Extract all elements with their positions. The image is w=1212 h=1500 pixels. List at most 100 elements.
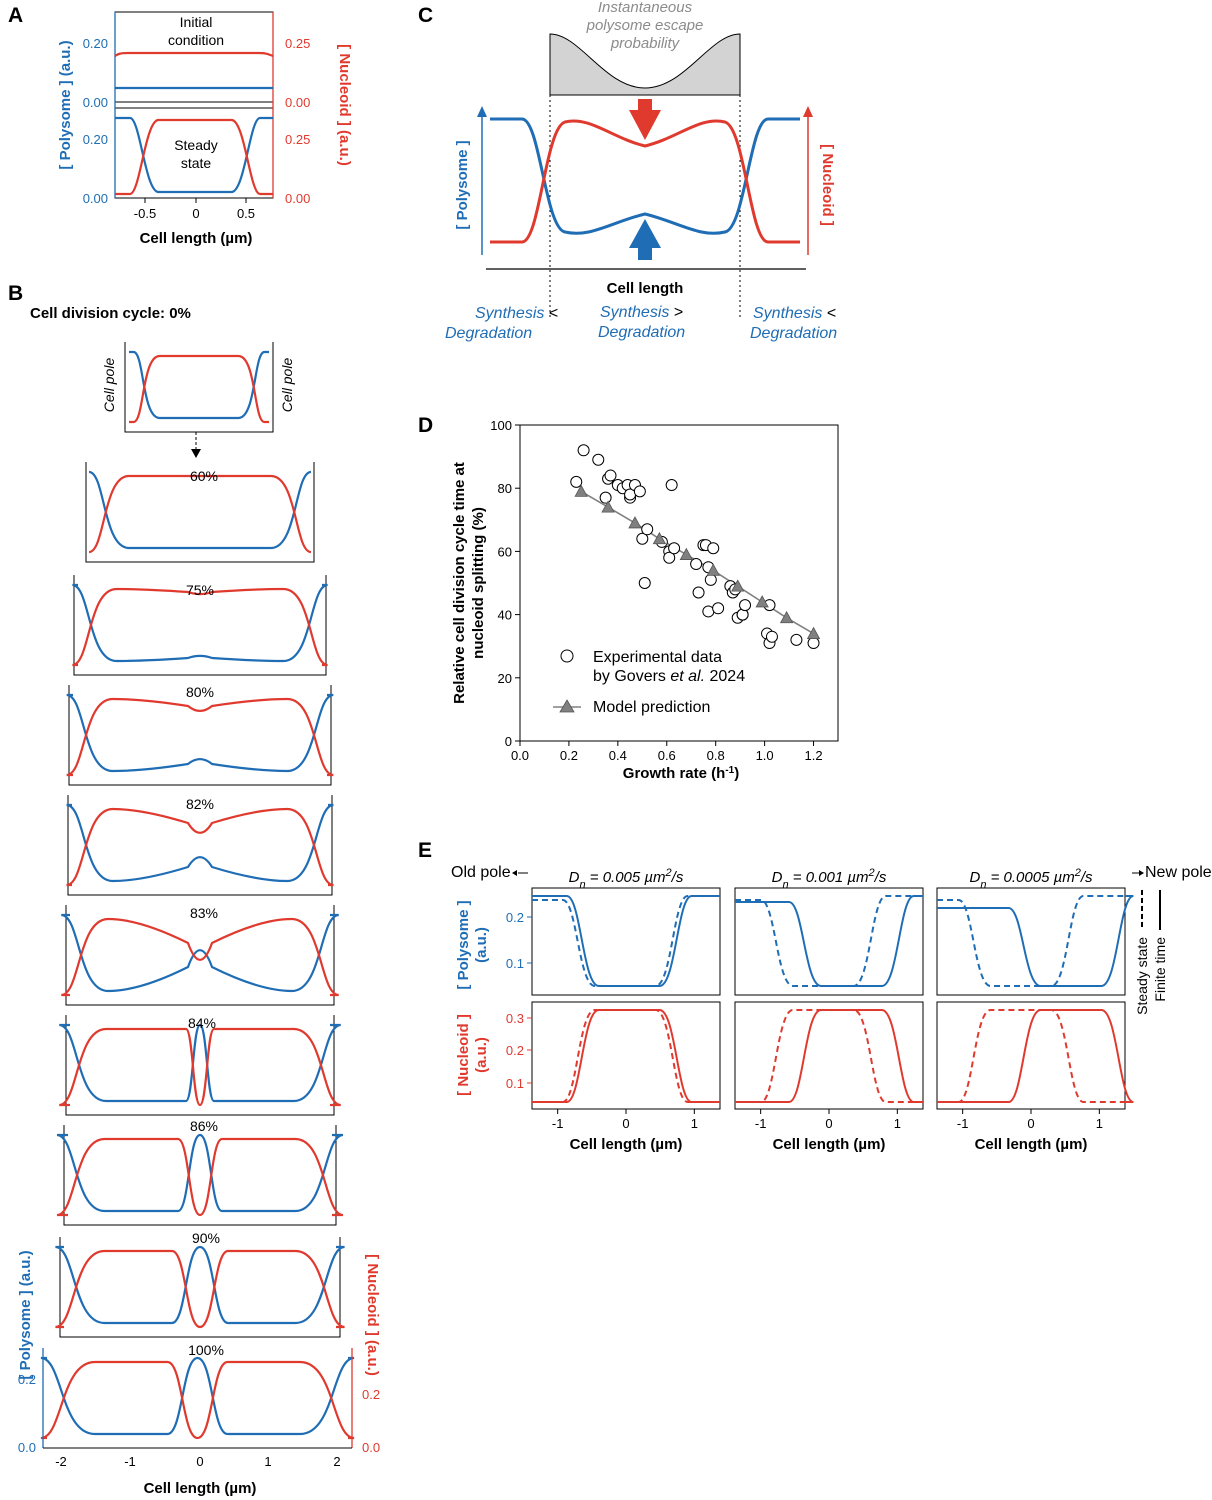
e-xtick-label: 0	[1027, 1116, 1034, 1131]
b-stage-plots	[40, 342, 355, 1440]
e-nuc-finite-curve	[735, 1009, 923, 1103]
a-tick-left-bot-2: 0.00	[83, 191, 108, 206]
d-xtick-label: 1.2	[804, 748, 822, 763]
e-poly-finite-curve	[735, 895, 923, 987]
d-experimental-point	[692, 586, 705, 599]
b-stage-label: 90%	[192, 1230, 220, 1246]
e-xtick-label: 0	[825, 1116, 832, 1131]
b-nucleoid-curve	[88, 474, 312, 554]
b-stage-label: 80%	[186, 684, 214, 700]
e-nuc-steady-curve	[735, 1009, 923, 1103]
b-ytick-left-2: 0.0	[18, 1440, 36, 1455]
a-xtick-3: 0.5	[237, 206, 255, 221]
e-nuc-steady-curve	[532, 1009, 720, 1103]
d-ytick-label: 20	[498, 671, 512, 686]
e-xtick-label: -1	[552, 1116, 564, 1131]
b-polysome-curve	[55, 1245, 345, 1325]
e-xlabel: Cell length (µm)	[773, 1136, 886, 1153]
panel-label-c: C	[418, 4, 433, 27]
b-polysome-curve	[66, 803, 334, 883]
a-tick-right-top-2: 0.00	[285, 95, 310, 110]
d-model-point	[652, 531, 667, 545]
a-initial-label-2: condition	[168, 32, 224, 48]
c-nucleoid-curve	[490, 119, 800, 244]
d-experimental-point	[790, 633, 803, 646]
d-ylabel-1: Relative cell division cycle time at	[451, 462, 468, 704]
e-old-pole: Old pole	[451, 864, 511, 881]
c-xlabel: Cell length	[607, 280, 684, 297]
a-bottom-frame	[114, 107, 274, 199]
d-experimental-point	[599, 491, 612, 504]
e-xtick-label: 1	[691, 1116, 698, 1131]
b-xtick: 0	[196, 1454, 203, 1469]
a-tick-left-top-1: 0.20	[83, 36, 108, 51]
a-initial-label-1: Initial	[180, 14, 213, 30]
b-polysome-curve	[40, 1356, 355, 1436]
e-poly-ylabel-2: (a.u.)	[473, 927, 490, 963]
b-stage-labels: 60% 75% 80% 82% 83% 84% 86% 90% 100%	[186, 468, 224, 1358]
b-stage-label: 100%	[188, 1342, 224, 1358]
c-region-left-1: Synthesis <	[475, 305, 558, 322]
b-stage-label: 60%	[190, 468, 218, 484]
e-new-pole: New pole	[1145, 864, 1212, 881]
e-nuc-finite-curve	[937, 1009, 1134, 1103]
b-ytick-right-1: 0.2	[362, 1387, 380, 1402]
b-xtick: -1	[124, 1454, 136, 1469]
d-experimental-point	[633, 485, 646, 498]
e-legend-dashed-label: Steady state	[1134, 937, 1150, 1015]
panel-label-e: E	[418, 839, 432, 862]
d-ytick-label: 0	[505, 734, 512, 749]
c-right-arrow-head	[803, 106, 813, 117]
d-xtick-label: 0.6	[658, 748, 676, 763]
b-stage-label: 82%	[186, 796, 214, 812]
d-ytick-label: 60	[498, 544, 512, 559]
c-left-arrow-head	[477, 106, 487, 117]
e-title: Dn = 0.0005 µm2/s	[969, 867, 1093, 891]
e-xtick-label: 1	[1096, 1116, 1103, 1131]
b-right-ylabel: [ Nucleoid ] (a.u.)	[364, 1254, 381, 1376]
b-stage-frame	[63, 1125, 337, 1226]
e-poly-finite-curve	[937, 895, 1134, 987]
c-region-mid-1: Synthesis >	[600, 304, 683, 321]
e-poly-finite-curve	[532, 895, 720, 987]
b-left-ylabel: [ Polysome ] (a.u.)	[17, 1250, 34, 1379]
b-ytick-right-2: 0.0	[362, 1440, 380, 1455]
d-experimental-point	[641, 523, 654, 536]
e-poly-frame	[734, 887, 924, 996]
e-poly-frame	[531, 887, 721, 996]
d-experimental-point	[577, 444, 590, 457]
b-polysome-curve	[58, 1023, 342, 1103]
e-xlabel: Cell length (µm)	[975, 1136, 1088, 1153]
b-stage-label: 83%	[190, 905, 218, 921]
a-tick-left-bot-1: 0.20	[83, 132, 108, 147]
e-nuc-ylabel-1: [ Nucleoid ]	[455, 1014, 472, 1096]
e-legend-solid-label: Finite time	[1152, 937, 1168, 1002]
d-xtick-label: 0.8	[707, 748, 725, 763]
b-nucleoid-curve	[55, 1249, 345, 1329]
e-nuc-ytick-label: 0.1	[506, 1076, 524, 1091]
b-arrow-head	[191, 449, 201, 458]
d-experimental-point	[690, 558, 703, 571]
c-escape-label-2: polysome escape	[586, 17, 704, 34]
e-poly-ylabel-1: [ Polysome ]	[455, 900, 472, 989]
a-xtick-1: -0.5	[134, 206, 156, 221]
b-ytick-left-1: 0.2	[18, 1372, 36, 1387]
b-stage-frame	[68, 685, 332, 786]
b-stage-frame	[124, 342, 274, 433]
e-xlabel: Cell length (µm)	[570, 1136, 683, 1153]
d-model-point	[731, 579, 745, 592]
d-legend-model: Model prediction	[593, 699, 710, 716]
d-experimental-point	[704, 573, 717, 586]
d-experimental-point	[638, 577, 651, 589]
b-stage-frame	[65, 1015, 335, 1116]
d-experimental-point	[663, 551, 676, 564]
d-model-point	[806, 626, 821, 639]
e-nuc-steady-curve	[937, 1009, 1125, 1103]
e-nuc-ytick-label: 0.2	[506, 1043, 524, 1058]
e-poly-ytick-label: 0.2	[506, 910, 524, 925]
d-ytick-label: 40	[498, 608, 512, 623]
